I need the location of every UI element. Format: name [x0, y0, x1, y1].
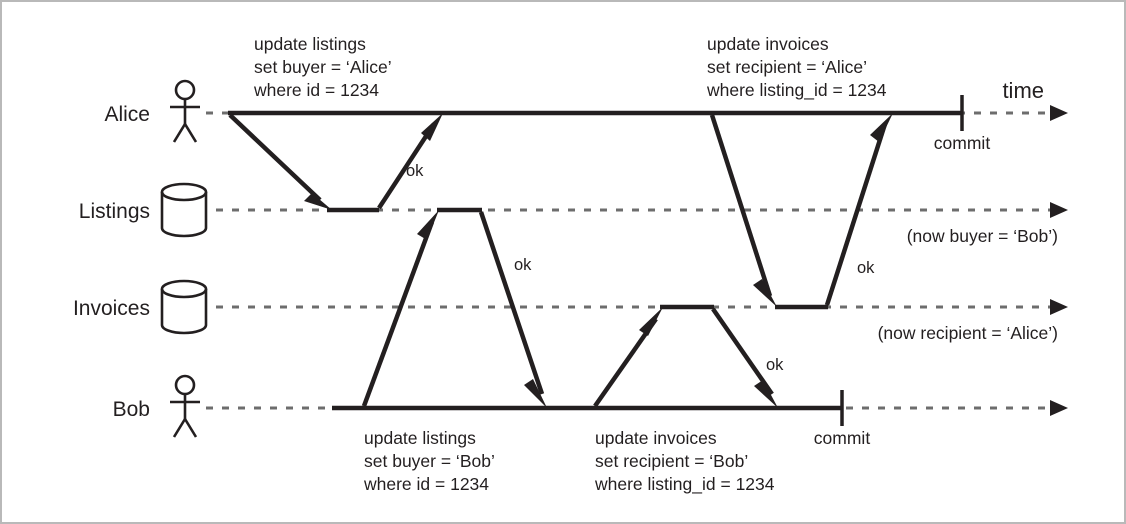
note-line: set recipient = ‘Alice’: [707, 57, 867, 77]
participant-label-invoices: Invoices: [73, 297, 150, 320]
note-line: update listings: [364, 428, 476, 448]
database-icon-listings: [160, 182, 208, 238]
note-line: where id = 1234: [363, 474, 489, 494]
note-line: set buyer = ‘Bob’: [364, 451, 495, 471]
arrowhead-invoices-to-bob-ok: [754, 380, 778, 408]
note-line: set buyer = ‘Alice’: [254, 57, 392, 77]
lifeline-arrowhead-alice: [1050, 105, 1068, 121]
note-line: update invoices: [595, 428, 717, 448]
participant-label-listings: Listings: [79, 200, 150, 223]
time-axis-label: time: [1002, 78, 1044, 103]
participant-label-alice: Alice: [104, 103, 150, 126]
activation-bars: [228, 110, 962, 411]
arrowhead-alice-to-listings: [304, 193, 332, 210]
message-invoices-to-bob-ok: [711, 307, 774, 396]
lifeline-arrowhead-invoices: [1050, 299, 1068, 315]
arrowhead-listings-to-bob-ok: [524, 379, 547, 408]
outcome-label-listings: (now buyer = ‘Bob’): [907, 226, 1058, 246]
arrowhead-bob-to-invoices: [639, 307, 663, 336]
note-alice-invoices-query: update invoices set recipient = ‘Alice’ …: [706, 34, 887, 101]
message-label-ok-invoices-to-alice: ok: [857, 259, 875, 277]
arrowhead-alice-to-invoices: [753, 279, 777, 307]
note-alice-listings-query: update listings set buyer = ‘Alice’ wher…: [253, 34, 392, 100]
message-label-ok-invoices-to-bob: ok: [766, 356, 784, 374]
note-bob-invoices-query: update invoices set recipient = ‘Bob’ wh…: [594, 428, 775, 495]
arrowhead-listings-to-alice-ok: [421, 113, 443, 141]
note-line: update invoices: [707, 34, 829, 54]
message-label-ok-listings-to-bob: ok: [514, 256, 532, 274]
lifeline-arrowhead-bob: [1050, 400, 1068, 416]
database-icon-invoices: [160, 279, 208, 335]
lifeline-arrowhead-listings: [1050, 202, 1068, 218]
note-line: where id = 1234: [253, 80, 379, 100]
actor-icon-bob: [170, 374, 200, 438]
actor-icon-alice: [170, 79, 200, 143]
message-alice-to-invoices: [709, 114, 773, 297]
message-invoices-to-alice-ok: [824, 123, 888, 306]
note-line: update listings: [254, 34, 366, 54]
commit-label-bob: commit: [814, 428, 871, 448]
message-bob-to-listings: [361, 221, 435, 407]
message-label-ok-listings-to-alice: ok: [406, 162, 424, 180]
note-bob-listings-query: update listings set buyer = ‘Bob’ where …: [363, 428, 495, 494]
note-line: where listing_id = 1234: [594, 474, 775, 495]
note-line: set recipient = ‘Bob’: [595, 451, 748, 471]
commit-label-alice: commit: [934, 133, 991, 153]
outcome-label-invoices: (now recipient = ‘Alice’): [878, 323, 1058, 343]
commit-ticks: [840, 95, 964, 426]
note-line: where listing_id = 1234: [706, 80, 887, 101]
participant-label-bob: Bob: [113, 398, 150, 421]
message-listings-to-bob-ok: [478, 211, 545, 395]
arrowhead-invoices-to-alice-ok: [870, 113, 893, 142]
arrowhead-bob-to-listings: [417, 210, 439, 240]
message-alice-to-listings: [228, 113, 322, 202]
message-arrows: [228, 113, 893, 408]
message-listings-to-alice-ok: [377, 122, 436, 210]
